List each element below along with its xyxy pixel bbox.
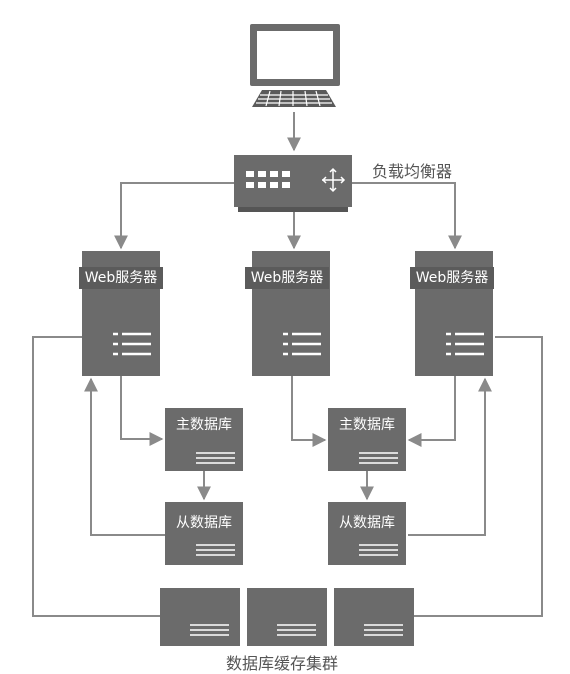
arrow-web-left-to-master-left bbox=[120, 376, 164, 446]
slave-db-right-label: 从数据库 bbox=[339, 515, 395, 531]
arrow-slave-left-to-web-left bbox=[84, 377, 165, 536]
slave-db-left bbox=[165, 502, 243, 565]
cache-node-3 bbox=[334, 588, 414, 646]
line-web-right-to-cache bbox=[414, 336, 543, 617]
cache-node-2 bbox=[247, 588, 327, 646]
web-server-left-label: Web服务器 bbox=[79, 267, 163, 289]
load-balancer-device bbox=[234, 155, 352, 212]
master-db-right-label: 主数据库 bbox=[339, 417, 395, 433]
server-lines-icon bbox=[113, 332, 151, 356]
arrow-lb-to-web-right bbox=[352, 182, 462, 250]
cache-node-1 bbox=[160, 588, 240, 646]
ethernet-ports-icon bbox=[246, 171, 290, 188]
connectors bbox=[32, 112, 543, 617]
server-lines-icon bbox=[283, 332, 321, 356]
routing-arrows-icon bbox=[321, 167, 346, 193]
master-db-left-label: 主数据库 bbox=[176, 417, 232, 433]
web-server-right-label: Web服务器 bbox=[410, 267, 494, 289]
web-server-middle-label: Web服务器 bbox=[245, 267, 329, 289]
server-lines-icon bbox=[446, 332, 484, 356]
slave-db-left-label: 从数据库 bbox=[176, 515, 232, 531]
cache-cluster-label: 数据库缓存集群 bbox=[226, 654, 339, 673]
arrow-web-middle-to-master-right bbox=[291, 376, 327, 447]
slave-db-right bbox=[328, 502, 406, 565]
load-balancer-label: 负载均衡器 bbox=[372, 162, 453, 181]
arrow-lb-to-web-left bbox=[114, 182, 234, 250]
master-db-left bbox=[165, 408, 243, 471]
line-web-left-to-cache bbox=[32, 336, 160, 617]
arrow-web-right-to-master-right bbox=[407, 376, 456, 447]
arrow-slave-right-to-web-right bbox=[408, 377, 492, 536]
computer-icon bbox=[250, 24, 340, 107]
master-db-right bbox=[328, 408, 406, 471]
